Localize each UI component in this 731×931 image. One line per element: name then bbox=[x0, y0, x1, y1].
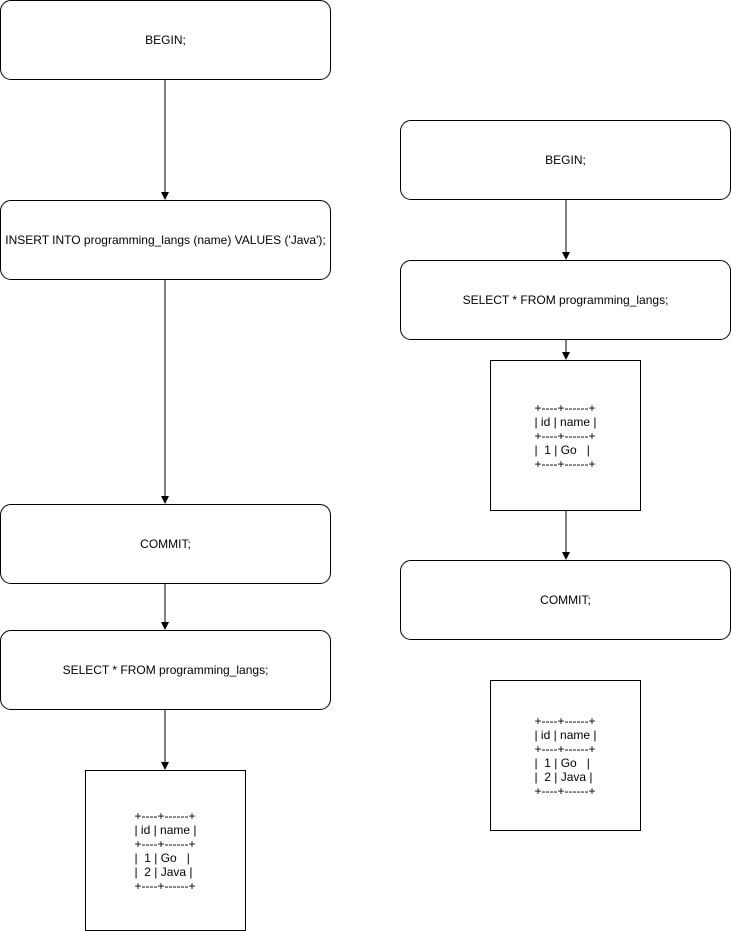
left-result-text: +----+------+ | id | name | +----+------… bbox=[134, 809, 196, 893]
right-commit-node: COMMIT; bbox=[400, 560, 731, 640]
left-begin-label: BEGIN; bbox=[145, 33, 186, 47]
right-result-before-text: +----+------+ | id | name | +----+------… bbox=[534, 401, 596, 471]
left-select-node: SELECT * FROM programming_langs; bbox=[0, 630, 331, 710]
table-line: | id | name | bbox=[534, 414, 597, 429]
left-insert-label: INSERT INTO programming_langs (name) VAL… bbox=[5, 233, 326, 247]
right-begin-label: BEGIN; bbox=[545, 153, 586, 167]
right-begin-node: BEGIN; bbox=[400, 120, 731, 200]
table-line: | id | name | bbox=[534, 727, 597, 742]
right-select-node: SELECT * FROM programming_langs; bbox=[400, 260, 731, 340]
table-line: | 1 | Go | bbox=[534, 755, 590, 770]
left-commit-label: COMMIT; bbox=[140, 537, 191, 551]
table-line: | id | name | bbox=[134, 822, 197, 837]
table-line: +----+------+ bbox=[534, 741, 596, 756]
right-select-label: SELECT * FROM programming_langs; bbox=[462, 293, 669, 307]
table-line: +----+------+ bbox=[534, 783, 596, 798]
table-line: | 2 | Java | bbox=[134, 864, 193, 879]
left-result-table: +----+------+ | id | name | +----+------… bbox=[85, 770, 246, 931]
left-commit-node: COMMIT; bbox=[0, 504, 331, 584]
left-begin-node: BEGIN; bbox=[0, 0, 331, 80]
right-result-before-commit: +----+------+ | id | name | +----+------… bbox=[490, 360, 641, 511]
table-line: +----+------+ bbox=[134, 878, 196, 893]
table-line: +----+------+ bbox=[534, 456, 596, 471]
table-line: +----+------+ bbox=[534, 428, 596, 443]
table-line: | 1 | Go | bbox=[534, 442, 590, 457]
table-line: +----+------+ bbox=[534, 400, 596, 415]
left-insert-node: INSERT INTO programming_langs (name) VAL… bbox=[0, 200, 331, 280]
table-line: +----+------+ bbox=[134, 808, 196, 823]
table-line: +----+------+ bbox=[534, 713, 596, 728]
table-line: | 1 | Go | bbox=[134, 850, 190, 865]
right-result-after-commit: +----+------+ | id | name | +----+------… bbox=[490, 680, 641, 831]
table-line: +----+------+ bbox=[134, 836, 196, 851]
table-line: | 2 | Java | bbox=[534, 769, 593, 784]
right-result-after-text: +----+------+ | id | name | +----+------… bbox=[534, 714, 596, 798]
left-select-label: SELECT * FROM programming_langs; bbox=[62, 663, 269, 677]
right-commit-label: COMMIT; bbox=[540, 593, 591, 607]
